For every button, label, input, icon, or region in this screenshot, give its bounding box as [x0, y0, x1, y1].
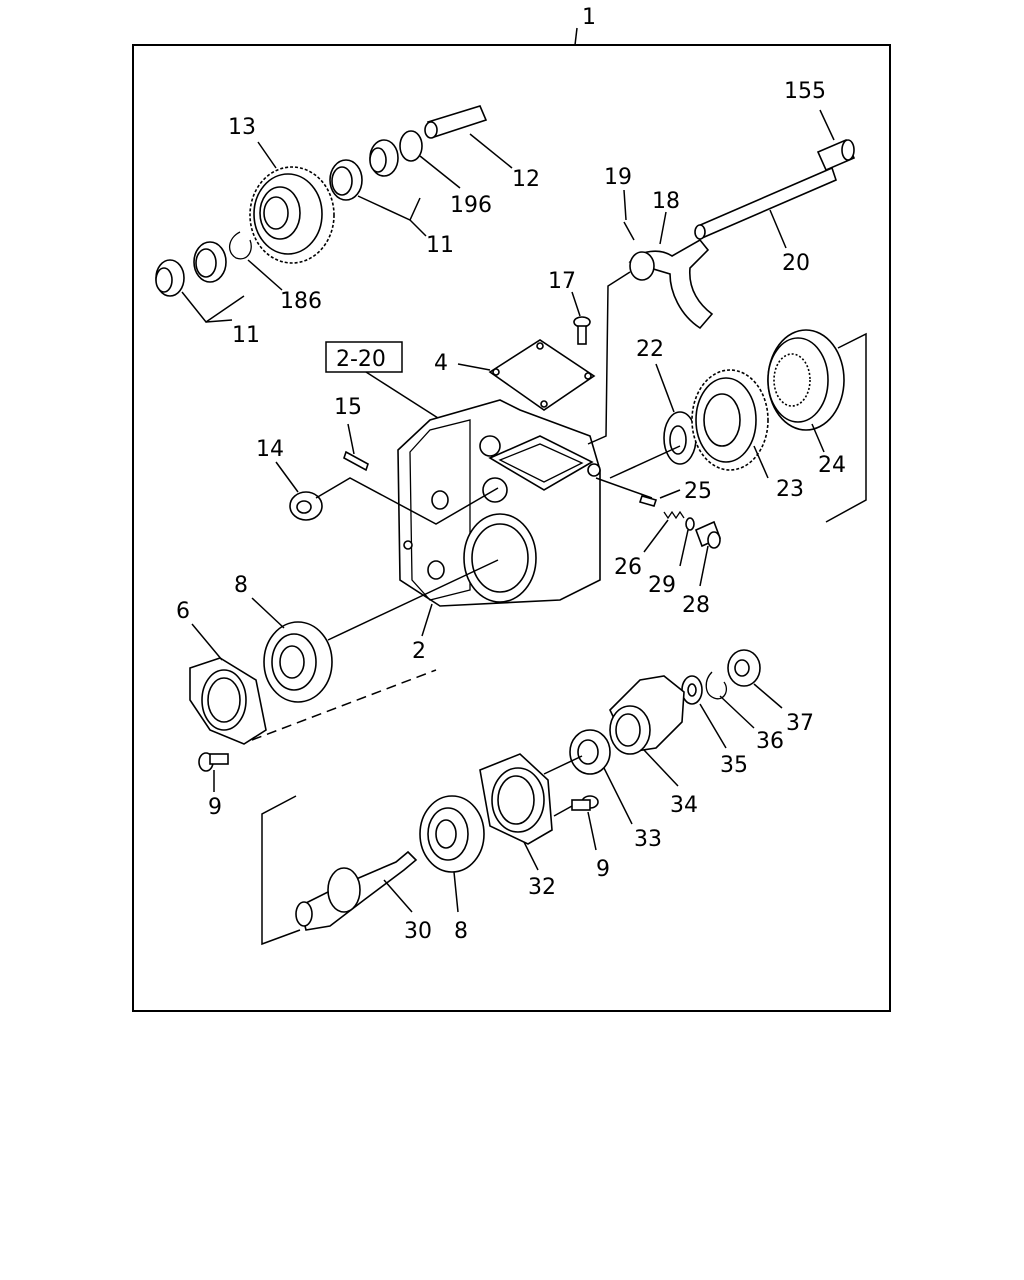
part-17-bolt — [573, 316, 591, 345]
part-36-snap-ring — [705, 671, 728, 700]
part-186-snap-ring — [229, 231, 252, 260]
part-15-dowel — [343, 450, 369, 472]
callout-19: 19 — [604, 165, 632, 190]
callout-32: 32 — [528, 875, 556, 900]
callout-20: 20 — [782, 251, 810, 276]
part-8-bearing-upper — [263, 621, 333, 703]
diagram-frame — [132, 44, 891, 1012]
part-35-washer — [681, 675, 703, 705]
callout-2: 2 — [412, 639, 426, 664]
callout-11-lower: 11 — [232, 323, 260, 348]
callout-9-right: 9 — [596, 857, 610, 882]
part-8-bearing-lower — [419, 795, 485, 873]
callout-22: 22 — [636, 337, 664, 362]
callout-196: 196 — [450, 193, 492, 218]
part-11-upper-bearing — [329, 139, 399, 201]
callout-30: 30 — [404, 919, 432, 944]
part-37-nut — [727, 649, 761, 687]
part-20-shift-rod — [694, 166, 837, 240]
callout-34: 34 — [670, 793, 698, 818]
part-11-lower-bearing — [155, 241, 227, 297]
part-29-washer — [685, 517, 695, 531]
part-18-shift-fork — [628, 238, 714, 330]
callout-29: 29 — [648, 573, 676, 598]
callout-23: 23 — [776, 477, 804, 502]
part-2-housing — [397, 399, 601, 607]
part-25-pin — [638, 495, 658, 507]
callout-14: 14 — [256, 437, 284, 462]
part-30-shaft — [295, 850, 418, 931]
part-28-bolt — [694, 520, 722, 549]
part-34-housing — [609, 675, 685, 755]
callout-9-left: 9 — [208, 795, 222, 820]
part-196-ring — [399, 130, 423, 162]
reference-box — [325, 341, 403, 373]
part-9-bolt-right — [571, 795, 599, 811]
callout-18: 18 — [652, 189, 680, 214]
callout-13: 13 — [228, 115, 256, 140]
reference-box-label: 2-20 — [336, 347, 386, 372]
part-19-pin — [623, 221, 635, 241]
callout-17: 17 — [548, 269, 576, 294]
part-155-bushing — [816, 138, 856, 172]
part-22-thrust-washer — [663, 411, 697, 465]
assembly-number: 1 — [582, 5, 596, 30]
callout-6: 6 — [176, 599, 190, 624]
callout-28: 28 — [682, 593, 710, 618]
callout-37: 37 — [786, 711, 814, 736]
leader-lines — [181, 109, 867, 946]
part-33-seal — [569, 729, 611, 775]
callout-8-upper: 8 — [234, 573, 248, 598]
callout-155: 155 — [784, 79, 826, 104]
part-23-gear — [691, 369, 769, 471]
callout-186: 186 — [280, 289, 322, 314]
callout-4: 4 — [434, 351, 448, 376]
callout-12: 12 — [512, 167, 540, 192]
part-13-gear — [249, 166, 335, 264]
part-24-sleeve — [767, 329, 845, 431]
part-26-spring — [663, 510, 685, 520]
part-6-flange — [189, 657, 267, 745]
callout-36: 36 — [756, 729, 784, 754]
callout-33: 33 — [634, 827, 662, 852]
part-14-seal — [289, 491, 323, 521]
callout-25: 25 — [684, 479, 712, 504]
callout-8-lower: 8 — [454, 919, 468, 944]
part-4-cover — [488, 339, 596, 411]
callout-26: 26 — [614, 555, 642, 580]
callout-11-upper: 11 — [426, 233, 454, 258]
part-12-pin — [424, 105, 488, 139]
callout-24: 24 — [818, 453, 846, 478]
callout-35: 35 — [720, 753, 748, 778]
callout-15: 15 — [334, 395, 362, 420]
part-9-bolt-left — [198, 752, 229, 772]
part-32-flange — [479, 753, 553, 845]
